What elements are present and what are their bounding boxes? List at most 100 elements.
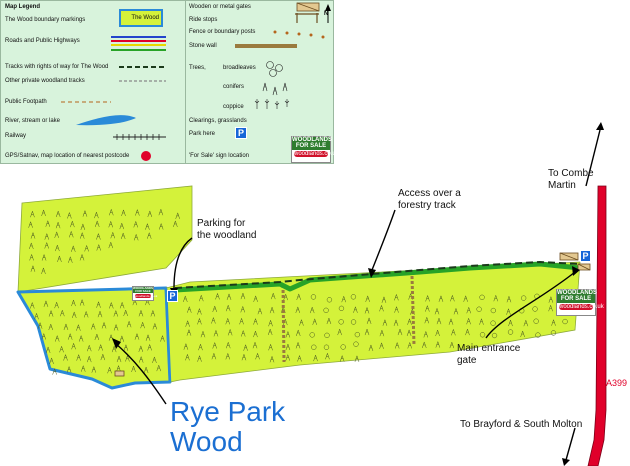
parking-arrow bbox=[173, 237, 193, 289]
conifer-tree-icon bbox=[126, 320, 132, 328]
legend-label-gates: Wooden or metal gates bbox=[189, 4, 251, 10]
broadleaf-tree-icon bbox=[479, 332, 486, 338]
conifer-tree-icon bbox=[30, 231, 36, 239]
north-arrow-icon: N bbox=[324, 4, 331, 23]
conifer-tree-icon bbox=[158, 222, 164, 230]
conifer-tree-icon bbox=[28, 220, 33, 228]
conifer-tree-icon bbox=[197, 354, 202, 362]
broadleaf-tree-icon bbox=[350, 294, 357, 300]
conifer-tree-icon bbox=[200, 330, 206, 338]
conifer-tree-icon bbox=[354, 355, 360, 362]
conifer-tree-icon bbox=[96, 301, 101, 308]
legend-label-conifers: conifers bbox=[223, 84, 245, 90]
conifer-tree-icon bbox=[101, 321, 107, 329]
legend-label-stone-wall: Stone wall bbox=[189, 43, 217, 49]
conifer-tree-icon bbox=[60, 309, 65, 317]
conifer-tree-icon bbox=[187, 305, 192, 313]
conifer-tree-icon bbox=[213, 329, 219, 337]
conifer-tree-icon bbox=[94, 333, 100, 341]
conifer-tree-icon bbox=[225, 352, 231, 360]
conifer-tree-icon bbox=[226, 341, 231, 349]
legend-stone-wall bbox=[235, 44, 297, 48]
broadleaf-tree-icon bbox=[476, 306, 482, 312]
broadleaf-tree-icon bbox=[323, 307, 329, 313]
conifer-tree-icon bbox=[81, 364, 86, 372]
conifer-tree-icon bbox=[98, 343, 103, 351]
conifer-tree-icon bbox=[296, 329, 301, 337]
entrance-gate-icon bbox=[559, 252, 591, 271]
conifer-tree-icon bbox=[67, 211, 72, 219]
broadleaf-tree-icon bbox=[490, 320, 496, 326]
conifer-tree-icon bbox=[133, 233, 139, 241]
legend-label-footpath: Public Footpath bbox=[5, 99, 47, 105]
conifer-tree-icon bbox=[44, 241, 49, 249]
legend-label-park: Park here bbox=[189, 131, 216, 137]
conifer-tree-icon bbox=[449, 341, 455, 349]
conifer-tree-icon bbox=[211, 352, 217, 360]
wood-parcel-strip bbox=[165, 261, 581, 383]
conifer-tree-icon bbox=[55, 334, 60, 342]
conifer-tree-icon bbox=[94, 220, 100, 228]
broadleaf-tree-icon bbox=[353, 341, 359, 347]
conifer-tree-icon bbox=[339, 354, 345, 362]
legend-divider bbox=[185, 1, 186, 164]
conifer-tree-icon bbox=[185, 353, 190, 361]
legend-label-river: River, stream or lake bbox=[5, 118, 61, 124]
conifer-tree-icon bbox=[108, 220, 113, 228]
conifer-tree-icon bbox=[493, 294, 499, 302]
conifer-tree-icon bbox=[108, 241, 114, 249]
conifer-tree-icon bbox=[337, 328, 342, 336]
forestry-track bbox=[174, 261, 581, 293]
conifer-tree-icon bbox=[150, 309, 156, 317]
south-arrow bbox=[565, 427, 576, 461]
sale-sign-line2: FOR SALE bbox=[560, 296, 592, 303]
conifer-tree-icon bbox=[70, 220, 75, 228]
conifer-tree-icon bbox=[551, 318, 556, 326]
conifer-tree-icon bbox=[30, 264, 36, 272]
conifer-tree-icon bbox=[397, 328, 403, 336]
conifer-tree-icon bbox=[41, 267, 46, 275]
wood-name-line1: Rye Park bbox=[170, 396, 286, 427]
conifer-tree-icon bbox=[407, 318, 412, 325]
conifer-tree-icon bbox=[111, 345, 117, 353]
road-label-a399: A399 bbox=[606, 378, 628, 388]
conifer-tree-icon bbox=[135, 208, 140, 216]
broadleaf-tree-icon bbox=[326, 297, 333, 303]
broadleaf-tree-icon bbox=[520, 295, 527, 301]
conifer-tree-icon bbox=[295, 341, 301, 349]
conifer-tree-icon bbox=[87, 344, 92, 352]
broadleaf-tree-icon bbox=[535, 332, 541, 338]
legend-railway-ties bbox=[116, 134, 160, 140]
conifer-tree-icon bbox=[240, 292, 246, 300]
conifer-tree-icon bbox=[96, 232, 101, 240]
conifer-tree-icon bbox=[158, 208, 164, 216]
conifer-tree-icon bbox=[71, 342, 76, 350]
conifer-tree-icon bbox=[379, 304, 384, 312]
conifer-tree-icon bbox=[423, 330, 429, 338]
ride-line-2 bbox=[410, 275, 416, 346]
conifer-tree-icon bbox=[91, 365, 97, 373]
conifer-tree-icon bbox=[52, 367, 57, 375]
conifer-tree-icon bbox=[30, 210, 35, 218]
north-symbol: N bbox=[324, 11, 328, 17]
conifer-tree-icon bbox=[240, 329, 246, 337]
conifer-tree-icon bbox=[78, 334, 84, 342]
conifer-tree-icon bbox=[466, 317, 471, 325]
conifer-tree-icon bbox=[83, 310, 89, 318]
conifer-tree-icon bbox=[520, 330, 525, 338]
conifer-tree-icon bbox=[72, 311, 77, 319]
conifer-tree-icon bbox=[341, 295, 346, 303]
broadleaf-tree-icon bbox=[311, 344, 317, 350]
conifer-tree-icon bbox=[119, 335, 125, 342]
conifer-tree-icon bbox=[55, 221, 61, 229]
legend-label-postcode: GPS/Satnav, map location of nearest post… bbox=[5, 153, 130, 159]
conifer-tree-icon bbox=[138, 309, 144, 317]
conifer-tree-icon bbox=[239, 317, 244, 325]
conifer-tree-icon bbox=[54, 301, 59, 309]
conifer-tree-icon bbox=[548, 304, 553, 312]
conifer-tree-icon bbox=[140, 321, 145, 329]
conifer-tree-icon bbox=[63, 353, 68, 361]
conifer-tree-icon bbox=[48, 323, 53, 331]
